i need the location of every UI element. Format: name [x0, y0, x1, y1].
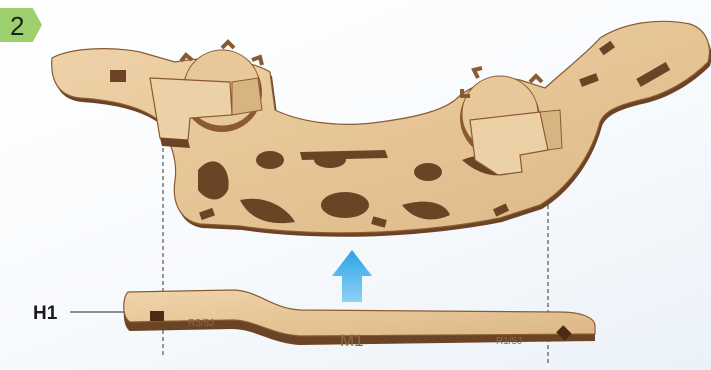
frame-face: [52, 21, 710, 232]
small-slot: [110, 70, 126, 82]
wooden-frame-part: [52, 21, 711, 236]
strip-left-hole: [150, 311, 164, 321]
strip-center-text: M1: [340, 331, 364, 350]
cutout-hole: [414, 163, 442, 181]
up-arrow: [332, 250, 372, 302]
strip-left-mark: R5/5J: [188, 318, 214, 329]
strip-right-mark: R1/5J: [496, 336, 522, 347]
part-label-h1: H1: [33, 303, 57, 325]
cutout-hole: [256, 151, 284, 169]
cutout-hole: [321, 192, 369, 218]
